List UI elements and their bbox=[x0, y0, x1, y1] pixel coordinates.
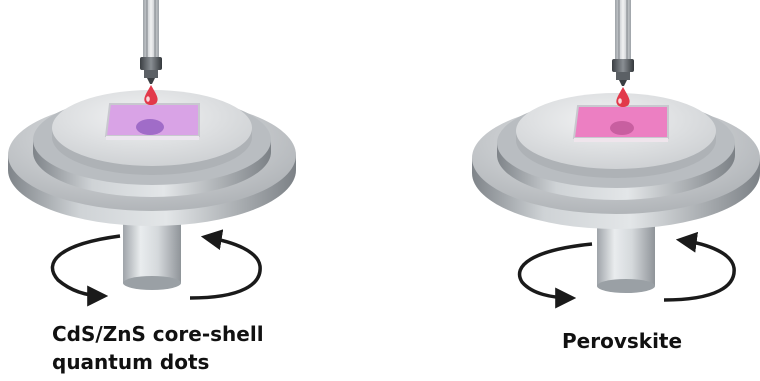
droplet bbox=[144, 85, 158, 105]
spin-coater-left bbox=[8, 0, 296, 307]
film-spot bbox=[610, 121, 634, 135]
droplet bbox=[616, 87, 630, 107]
rotation-arrow-left-front bbox=[50, 234, 121, 307]
caption-left-line2: quantum dots bbox=[52, 350, 210, 374]
syringe-tube bbox=[143, 0, 159, 58]
spin-coater-right bbox=[472, 0, 760, 309]
rotation-arrow-right-front bbox=[663, 231, 736, 302]
rotation-arrow-left-front bbox=[517, 242, 593, 309]
rotation-arrow-right-front bbox=[189, 229, 262, 300]
syringe-nut bbox=[140, 57, 162, 70]
caption-perovskite: Perovskite bbox=[562, 329, 683, 353]
film-spot bbox=[136, 119, 164, 135]
syringe-nut bbox=[612, 59, 634, 72]
caption-left-line1: CdS/ZnS core-shell bbox=[52, 322, 264, 346]
caption-cds-zns-quantum-dots: CdS/ZnS core-shell quantum dots bbox=[52, 320, 264, 376]
syringe-tube bbox=[615, 0, 631, 60]
